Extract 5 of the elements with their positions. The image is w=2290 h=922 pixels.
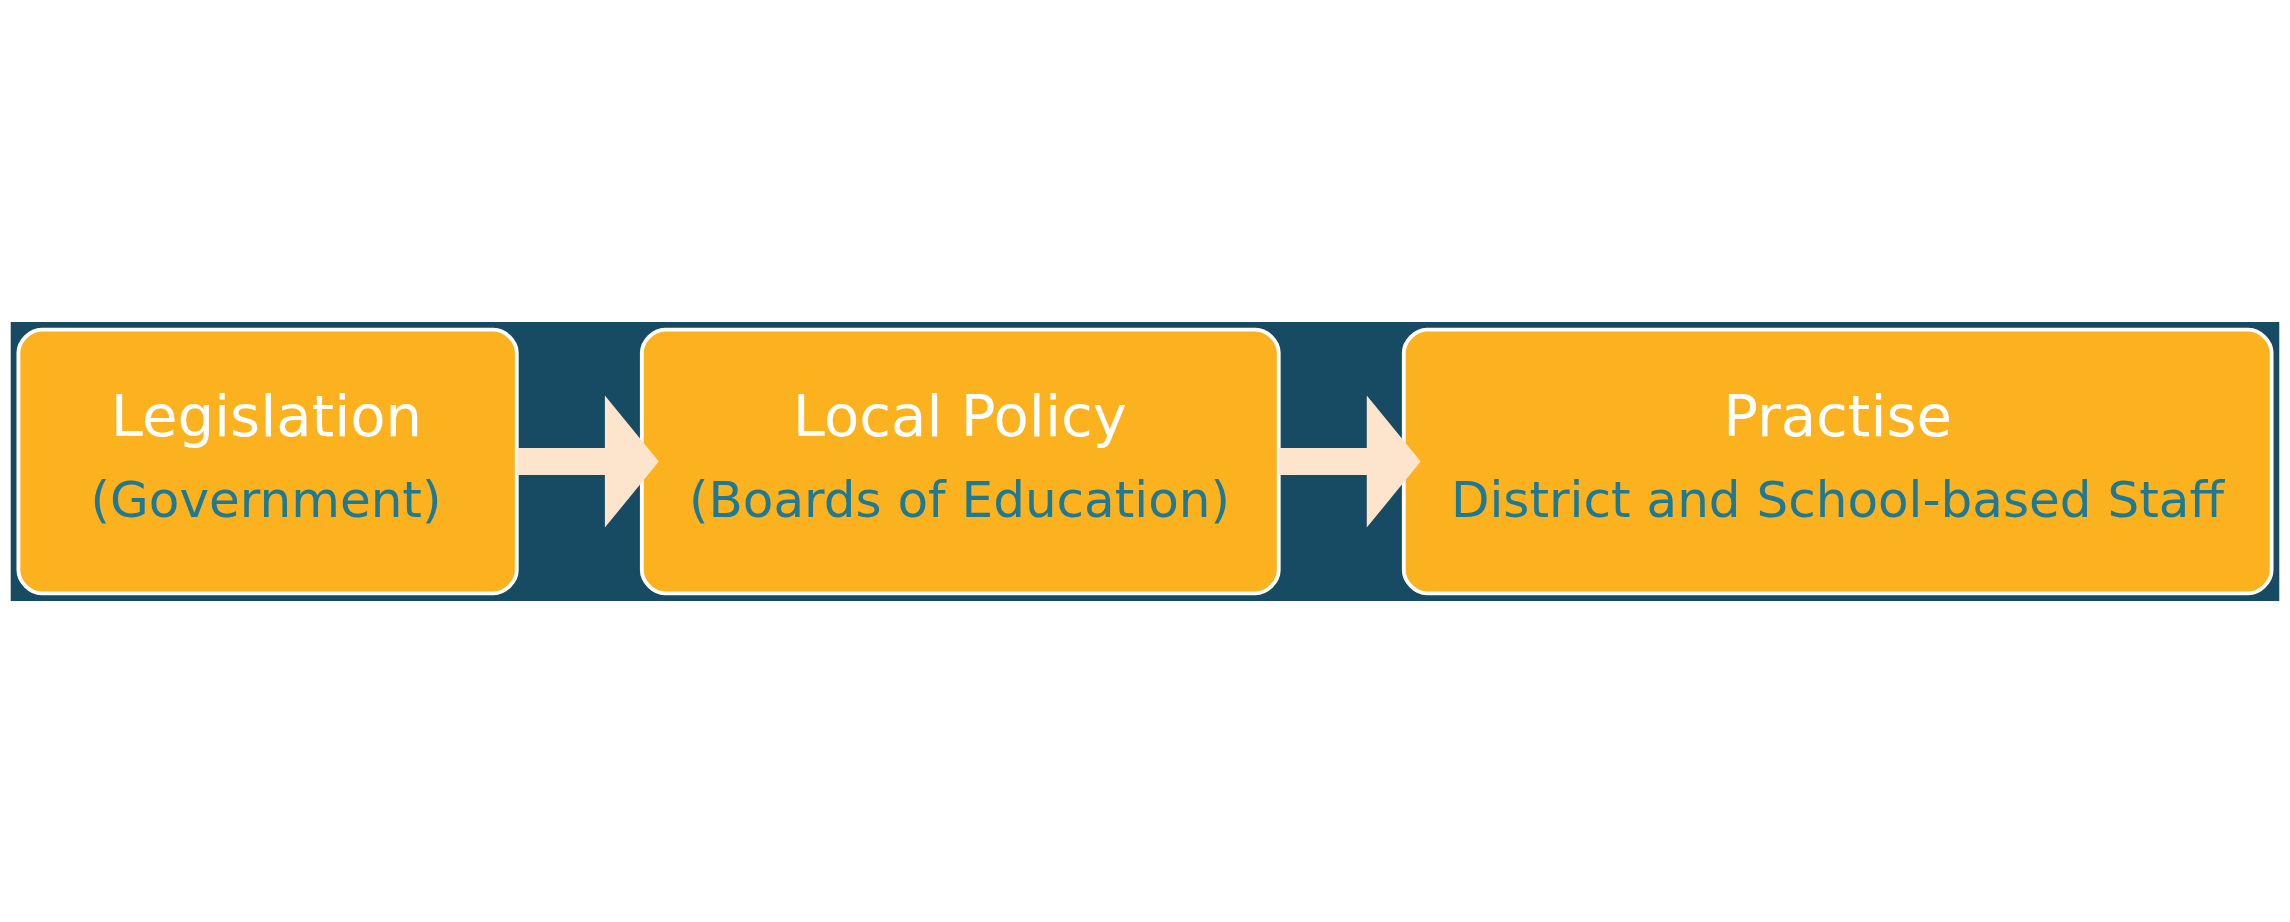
node-box: Legislation (Government) — [16, 327, 519, 595]
arrow — [1278, 394, 1421, 528]
node-box: Local Policy (Boards of Education) — [639, 327, 1281, 595]
node-box: Practise District and School-based Staff — [1401, 327, 2274, 595]
arrow — [517, 394, 659, 528]
